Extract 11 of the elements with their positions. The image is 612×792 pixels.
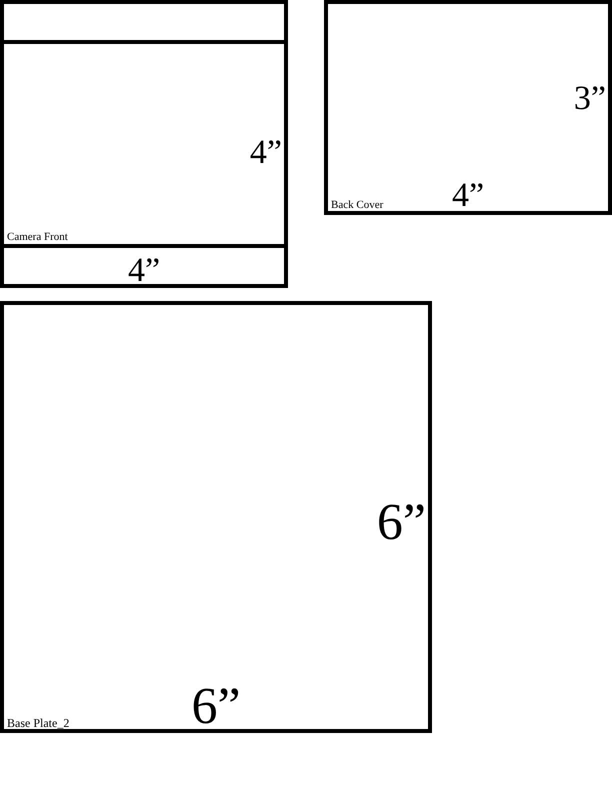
part-name: Camera Front: [7, 232, 68, 243]
part-name: Base Plate_2: [7, 717, 70, 729]
part-outline: [0, 301, 432, 733]
part-name: Back Cover: [331, 200, 384, 211]
dimension-label: 6”: [376, 497, 426, 549]
dimension-label: 3”: [574, 82, 606, 116]
dimension-label: 6”: [191, 681, 241, 733]
part-outline: [324, 0, 612, 215]
dimension-label: 4”: [128, 254, 160, 288]
dimension-label: 4”: [250, 136, 282, 170]
dimension-label: 4”: [452, 179, 484, 213]
